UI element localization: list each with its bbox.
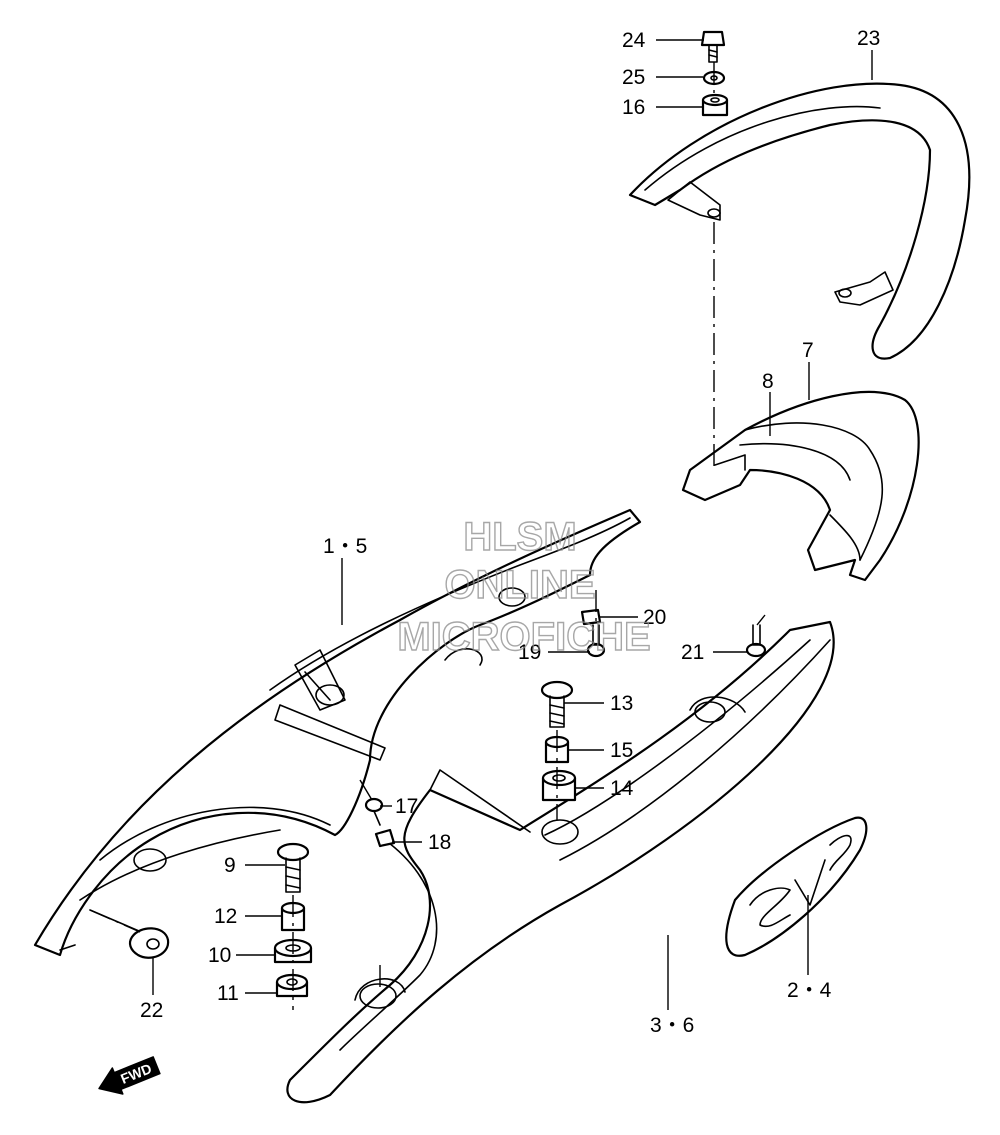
screw-17 <box>364 797 384 826</box>
callout-9: 9 <box>224 854 236 877</box>
callout-2-4: 2・4 <box>787 979 832 1002</box>
watermark-line-2: ONLINE <box>444 563 595 607</box>
callout-15: 15 <box>610 739 633 762</box>
callout-24: 24 <box>622 29 646 52</box>
screw-13 <box>540 680 574 728</box>
seat-tail-cover-right <box>286 620 835 1104</box>
callout-7: 7 <box>802 339 814 362</box>
callout-14: 14 <box>610 777 634 800</box>
callout-11: 11 <box>217 982 239 1005</box>
callout-22: 22 <box>140 999 163 1022</box>
fwd-arrow: FWD <box>98 1056 161 1095</box>
screw-19 <box>586 624 606 658</box>
seat-cowl <box>681 390 920 582</box>
grab-rail <box>628 82 971 360</box>
callout-25: 25 <box>622 66 645 89</box>
watermark-line-1: HLSM <box>463 515 576 559</box>
callout-3-6: 3・6 <box>650 1014 694 1037</box>
callout-13: 13 <box>610 692 633 715</box>
cushion-16 <box>701 93 729 117</box>
callout-16: 16 <box>622 96 645 119</box>
callout-12: 12 <box>214 905 237 928</box>
grommet-11 <box>275 973 309 998</box>
fwd-arrow-icon <box>98 1056 161 1095</box>
screw-9 <box>276 842 310 893</box>
callout-10: 10 <box>208 944 231 967</box>
nut-18 <box>374 828 396 848</box>
bolt-24 <box>700 30 726 63</box>
emblem <box>725 816 868 957</box>
assembly-line-grommet-22 <box>89 909 141 933</box>
assembly-line-screw-17 <box>359 779 373 801</box>
callout-labels: 24 25 16 23 7 8 1・5 20 19 21 13 15 14 17… <box>140 27 880 1037</box>
leader-lines <box>152 39 873 1010</box>
screw-21 <box>745 624 767 658</box>
callout-20: 20 <box>643 606 666 629</box>
callout-19: 19 <box>518 641 541 664</box>
callout-23: 23 <box>857 27 880 50</box>
callout-21: 21 <box>681 641 704 664</box>
assembly-line-screw-21 <box>756 614 766 626</box>
callout-17: 17 <box>395 795 418 818</box>
callout-8: 8 <box>762 370 774 393</box>
grommet-22 <box>128 927 170 959</box>
watermark-line-3: MICROFICHE <box>397 615 650 659</box>
watermark: HLSM ONLINE MICROFICHE <box>397 514 652 659</box>
seat-tail-cover-left <box>33 508 642 957</box>
callout-1-5: 1・5 <box>323 535 367 558</box>
callout-18: 18 <box>428 831 451 854</box>
grommet-14 <box>541 769 577 802</box>
